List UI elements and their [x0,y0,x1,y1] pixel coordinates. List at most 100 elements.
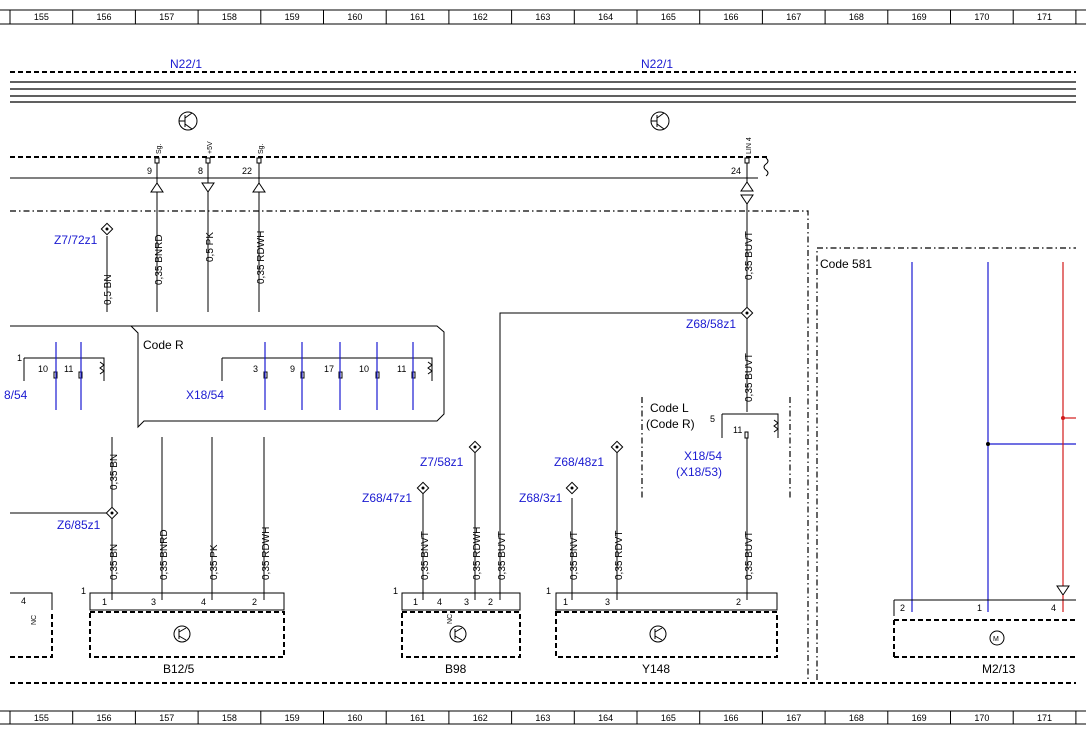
component-label: Y148 [642,662,670,676]
connector-label: (X18/53) [676,465,722,479]
svg-text:1: 1 [977,603,982,613]
wire-label: 0,35 RDWH [261,527,272,580]
splice-point [740,306,754,320]
component-label: B12/5 [163,662,195,676]
splice-label: Z6/85z1 [57,518,101,532]
grid-number: 155 [34,713,49,723]
transistor-icon [449,625,467,643]
splice-point [565,481,579,495]
grid-number: 168 [849,12,864,22]
svg-text:1: 1 [546,586,551,596]
svg-text:9: 9 [290,364,295,374]
connector-right: 5 11 [710,413,779,439]
svg-text:11: 11 [733,425,742,435]
grid-number: 157 [159,713,174,723]
grid-number: 171 [1037,12,1052,22]
splice-label: Z68/48z1 [554,455,604,469]
component-label: M2/13 [982,662,1016,676]
grid-number: 166 [724,713,739,723]
connector-left: 1 10 11 [17,342,105,410]
grid-number: 170 [974,713,989,723]
grid-number: 161 [410,12,425,22]
region-boundary [10,210,809,680]
grid-number: 159 [285,713,300,723]
wire-label: 0,5 BN [103,274,114,305]
svg-text:1: 1 [413,597,418,607]
code-l-label: Code L [650,401,689,415]
code-r-enclosure [10,325,445,429]
svg-text:Sg.: Sg. [156,143,163,154]
svg-text:LIN 4: LIN 4 [746,137,753,154]
svg-text:NC: NC [447,614,454,624]
code-581-label: Code 581 [820,257,872,271]
wire-label: 0,35 BNRD [159,529,170,580]
component-b98: 1 1 4 3 2 NC [393,586,521,658]
region-boundary-code581 [816,247,1076,680]
svg-text:10: 10 [38,364,48,374]
wire-label: 0,35 BNVT [569,531,580,580]
svg-text:2: 2 [736,597,741,607]
wire-label: 0,35 RDVT [614,531,625,580]
svg-text:Sg.: Sg. [258,143,265,154]
grid-number: 158 [222,12,237,22]
grid-number: 167 [786,12,801,22]
wire-label: 0,35 BUVT [744,353,755,402]
svg-text:+5V: +5V [207,141,214,154]
connector-mid: 3 9 17 10 11 [221,342,433,410]
grid-number: 167 [786,713,801,723]
wire-label: 0,35 BN [109,544,120,580]
splice-point [105,506,119,520]
svg-text:9: 9 [147,166,152,176]
wire-label: 0,35 BUVT [744,231,755,280]
module-label-n22-left: N22/1 [170,57,202,71]
svg-text:3: 3 [605,597,610,607]
grid-number: 171 [1037,713,1052,723]
grid-number: 160 [347,713,362,723]
component-left-partial: 4 NC [10,592,53,658]
splice-point [468,440,482,454]
component-m2-13: 2 1 4 M [893,599,1076,658]
svg-text:17: 17 [324,364,334,374]
svg-text:3: 3 [464,597,469,607]
module-label-n22-right: N22/1 [641,57,673,71]
wire-label: 0,35 BUVT [497,531,508,580]
component-label: B98 [445,662,467,676]
svg-text:1: 1 [81,586,86,596]
code-581-wires [911,262,1076,612]
svg-text:2: 2 [488,597,493,607]
transistor-icon [649,625,667,643]
splice-point [100,222,114,236]
top-pin-9: Sg. 9 [147,143,163,176]
splice-label: Z68/47z1 [362,491,412,505]
svg-text:1: 1 [393,586,398,596]
splice-point [610,440,624,454]
top-pin-22: Sg. 22 [242,143,265,176]
wire-label: 0,35 BUVT [744,531,755,580]
connector-label: 8/54 [4,388,28,402]
grid-number: 155 [34,12,49,22]
grid-number: 162 [473,713,488,723]
grid-number: 160 [347,12,362,22]
transistor-icon [173,625,191,643]
svg-text:8: 8 [198,166,203,176]
svg-text:11: 11 [64,364,73,374]
transistor-icon [178,111,198,131]
svg-text:4: 4 [437,597,442,607]
svg-text:NC: NC [31,615,38,625]
grid-number: 164 [598,12,613,22]
grid-number: 166 [724,12,739,22]
svg-text:2: 2 [900,603,905,613]
svg-text:3: 3 [253,364,258,374]
wire-label: 0,35 RDWH [256,231,267,284]
component-b12-5: 1 1 3 4 2 [81,586,285,658]
svg-text:4: 4 [21,596,26,606]
svg-text:2: 2 [252,597,257,607]
component-y148: 1 1 3 2 [546,586,778,658]
svg-text:22: 22 [242,166,252,176]
svg-text:4: 4 [201,597,206,607]
grid-number: 163 [535,713,550,723]
splice-label: Z7/58z1 [420,455,464,469]
svg-text:10: 10 [359,364,369,374]
grid-number: 169 [912,12,927,22]
grid-number: 162 [473,12,488,22]
